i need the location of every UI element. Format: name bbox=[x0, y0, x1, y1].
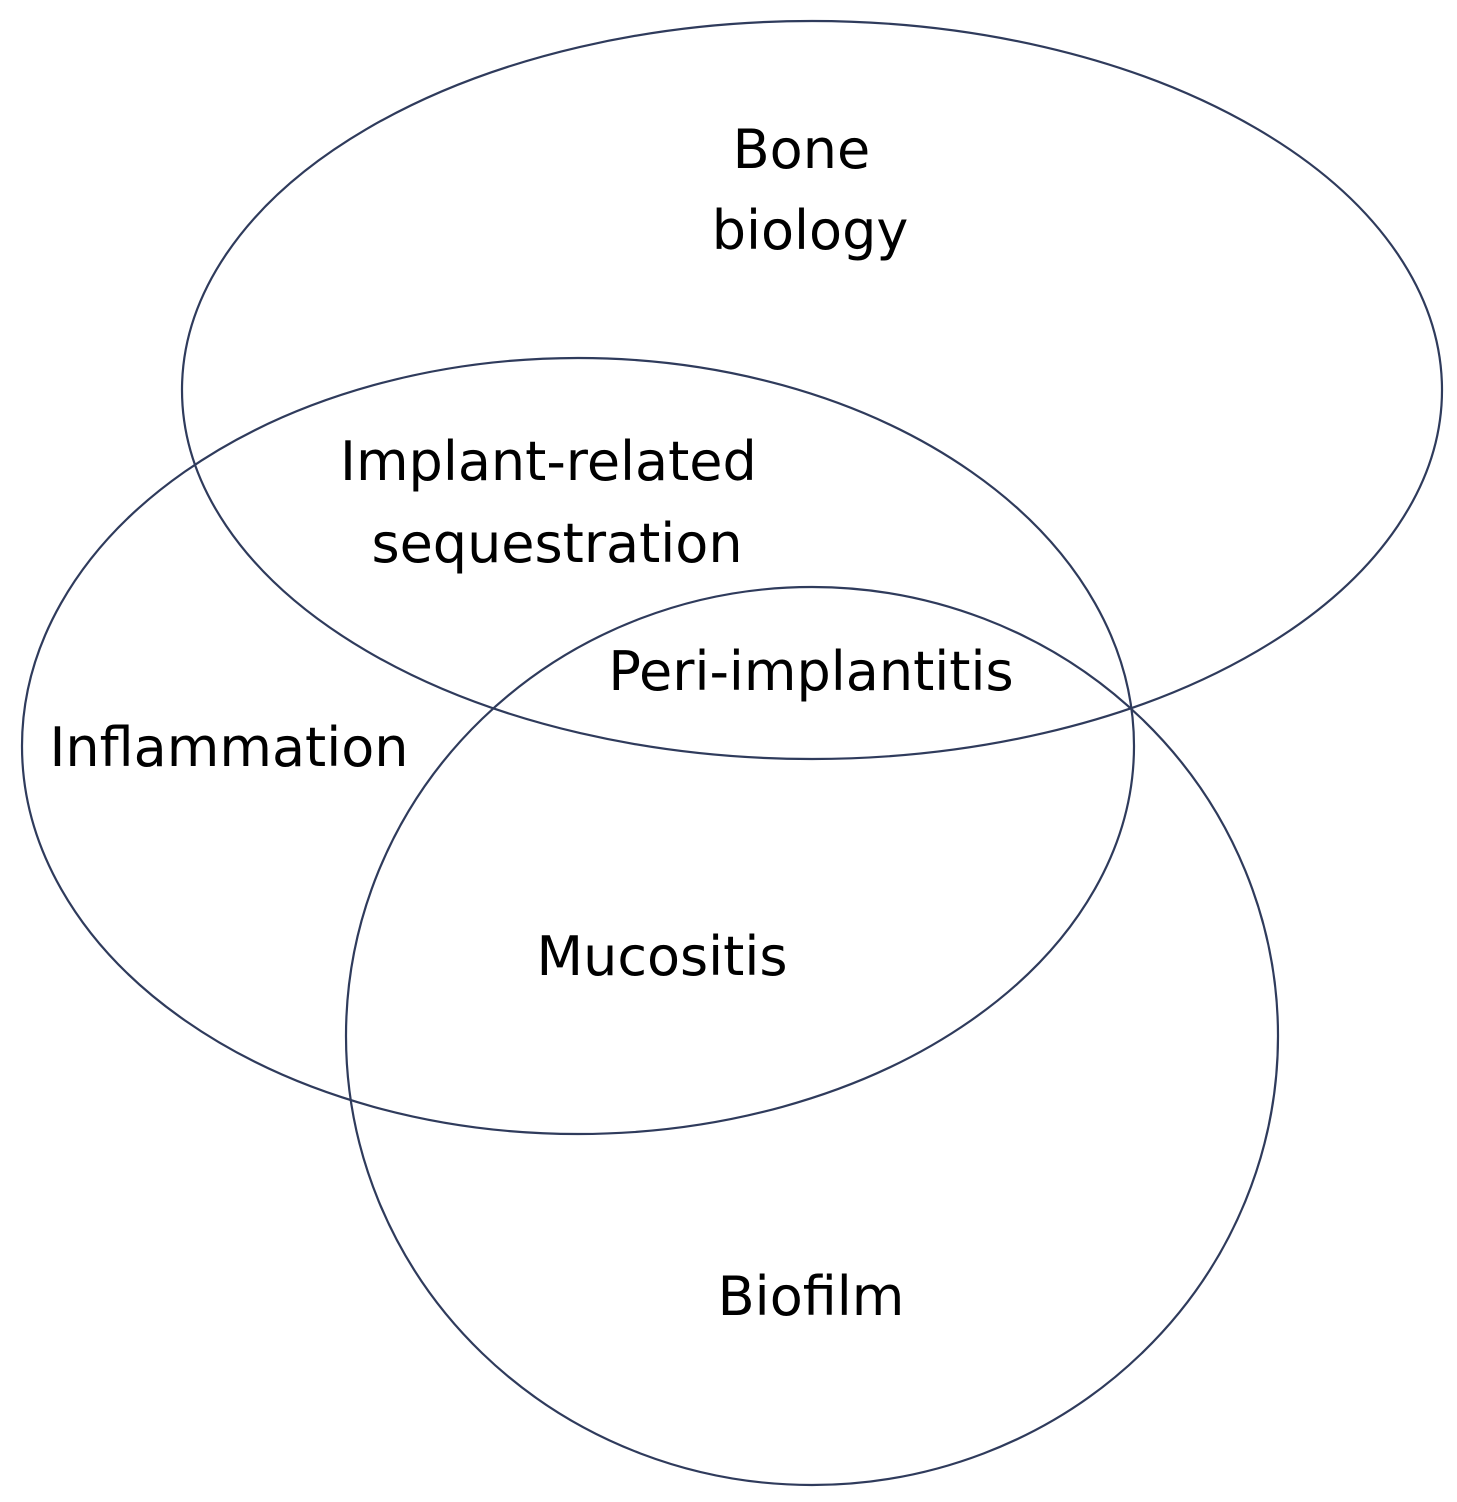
label-peri-implantitis-line-1: Peri-implantitis bbox=[608, 640, 1013, 703]
label-mucositis-line-1: Mucositis bbox=[537, 925, 788, 988]
label-implant-related-sequestration-line-2: sequestration bbox=[371, 512, 742, 575]
label-peri-implantitis: Peri-implantitis bbox=[608, 640, 1013, 703]
label-inflammation: Inflammation bbox=[50, 716, 409, 779]
ellipse-biofilm bbox=[344, 585, 1280, 1487]
label-bone-biology-line-2: biology bbox=[712, 199, 909, 262]
label-biofilm-line-1: Biofilm bbox=[718, 1265, 905, 1328]
ellipse-inflammation bbox=[20, 356, 1136, 1136]
label-implant-related-sequestration: Implant-related sequestration bbox=[340, 430, 774, 575]
label-bone-biology: Bone biology bbox=[712, 118, 909, 262]
label-implant-related-sequestration-line-1: Implant-related bbox=[340, 430, 757, 493]
label-inflammation-line-1: Inflammation bbox=[50, 716, 409, 779]
label-bone-biology-line-1: Bone bbox=[733, 118, 871, 181]
ellipse-bone-biology bbox=[180, 19, 1444, 761]
label-mucositis: Mucositis bbox=[537, 925, 788, 988]
label-biofilm: Biofilm bbox=[718, 1265, 905, 1328]
